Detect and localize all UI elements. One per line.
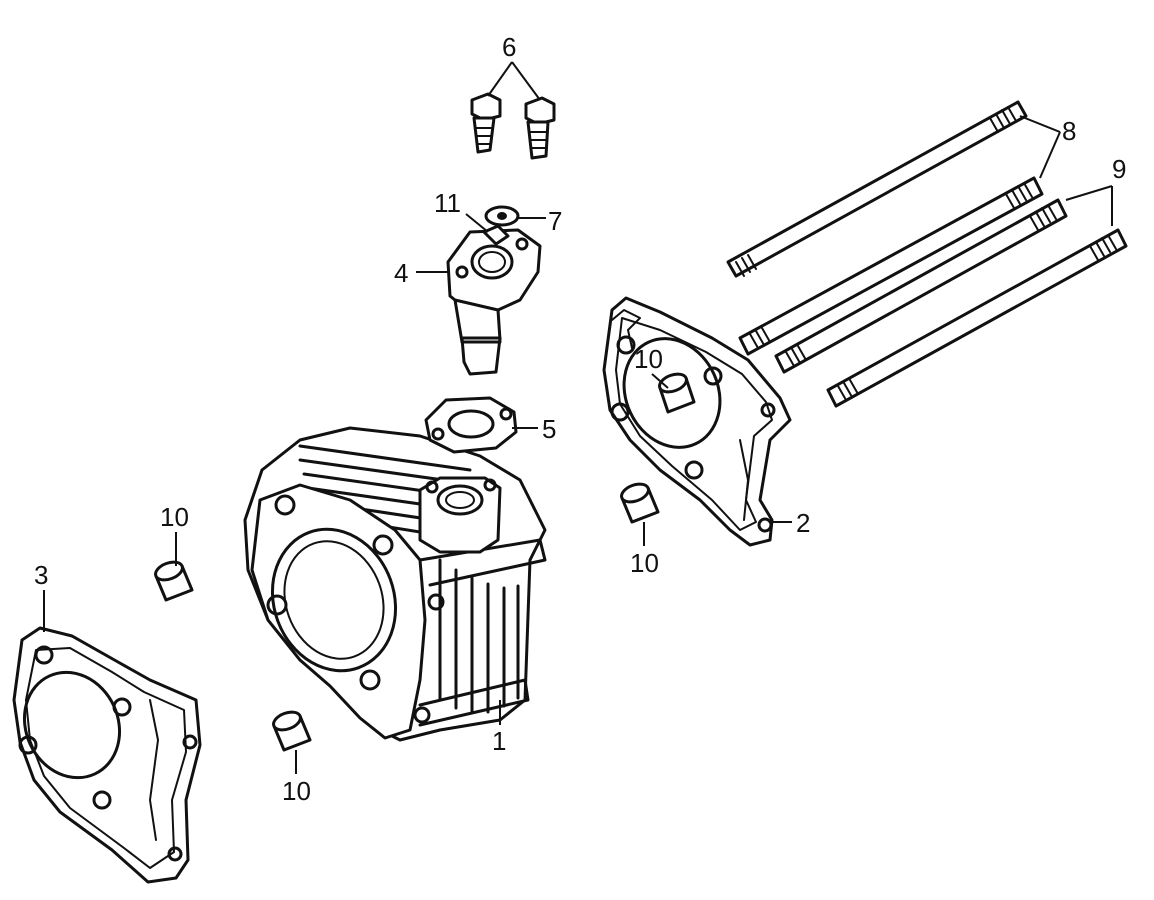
callout-10-right-upper: 10 <box>634 344 663 374</box>
bolt-right <box>524 96 556 160</box>
part-1-cylinder <box>243 426 547 742</box>
part-2-head-gasket <box>602 296 792 547</box>
part-3-base-gasket <box>12 626 202 884</box>
part-6-bolts <box>470 92 556 160</box>
callout-3: 3 <box>34 560 48 590</box>
part-10-dowel-a <box>154 560 194 602</box>
callout-10-right-lower: 10 <box>630 548 659 578</box>
callout-7: 7 <box>548 206 562 236</box>
callout-5: 5 <box>542 414 556 444</box>
part-5-tensioner-gasket <box>424 396 518 454</box>
leader-10d <box>651 373 669 389</box>
leader-6a <box>487 61 513 97</box>
callout-4: 4 <box>394 258 408 288</box>
part-9-stud-upper <box>774 198 1068 374</box>
part-10-dowel-b <box>272 710 312 752</box>
leader-8a <box>1019 115 1061 133</box>
callout-10-left: 10 <box>160 502 189 532</box>
callout-1: 1 <box>492 726 506 756</box>
callout-8: 8 <box>1062 116 1076 146</box>
part-4-tensioner <box>446 228 542 376</box>
leader-lines <box>43 61 1113 774</box>
part-9-stud-lower <box>826 228 1128 408</box>
callouts: 1 2 3 4 5 6 7 8 9 10 10 10 10 11 <box>34 32 1126 806</box>
part-8-stud-upper <box>726 100 1028 278</box>
part-11-bolt <box>482 224 510 246</box>
part-7-washer <box>484 205 520 227</box>
callout-6: 6 <box>502 32 516 62</box>
callout-10-bottom: 10 <box>282 776 311 806</box>
callout-2: 2 <box>796 508 810 538</box>
leader-6b <box>511 61 541 101</box>
callout-11: 11 <box>434 188 461 218</box>
part-10-dowel-c <box>620 482 660 524</box>
leader-8b <box>1039 131 1061 179</box>
leader-11 <box>465 213 489 233</box>
callout-9: 9 <box>1112 154 1126 184</box>
part-8-stud-lower <box>738 176 1044 356</box>
leader-9a <box>1065 185 1113 201</box>
bolt-left <box>470 92 502 154</box>
